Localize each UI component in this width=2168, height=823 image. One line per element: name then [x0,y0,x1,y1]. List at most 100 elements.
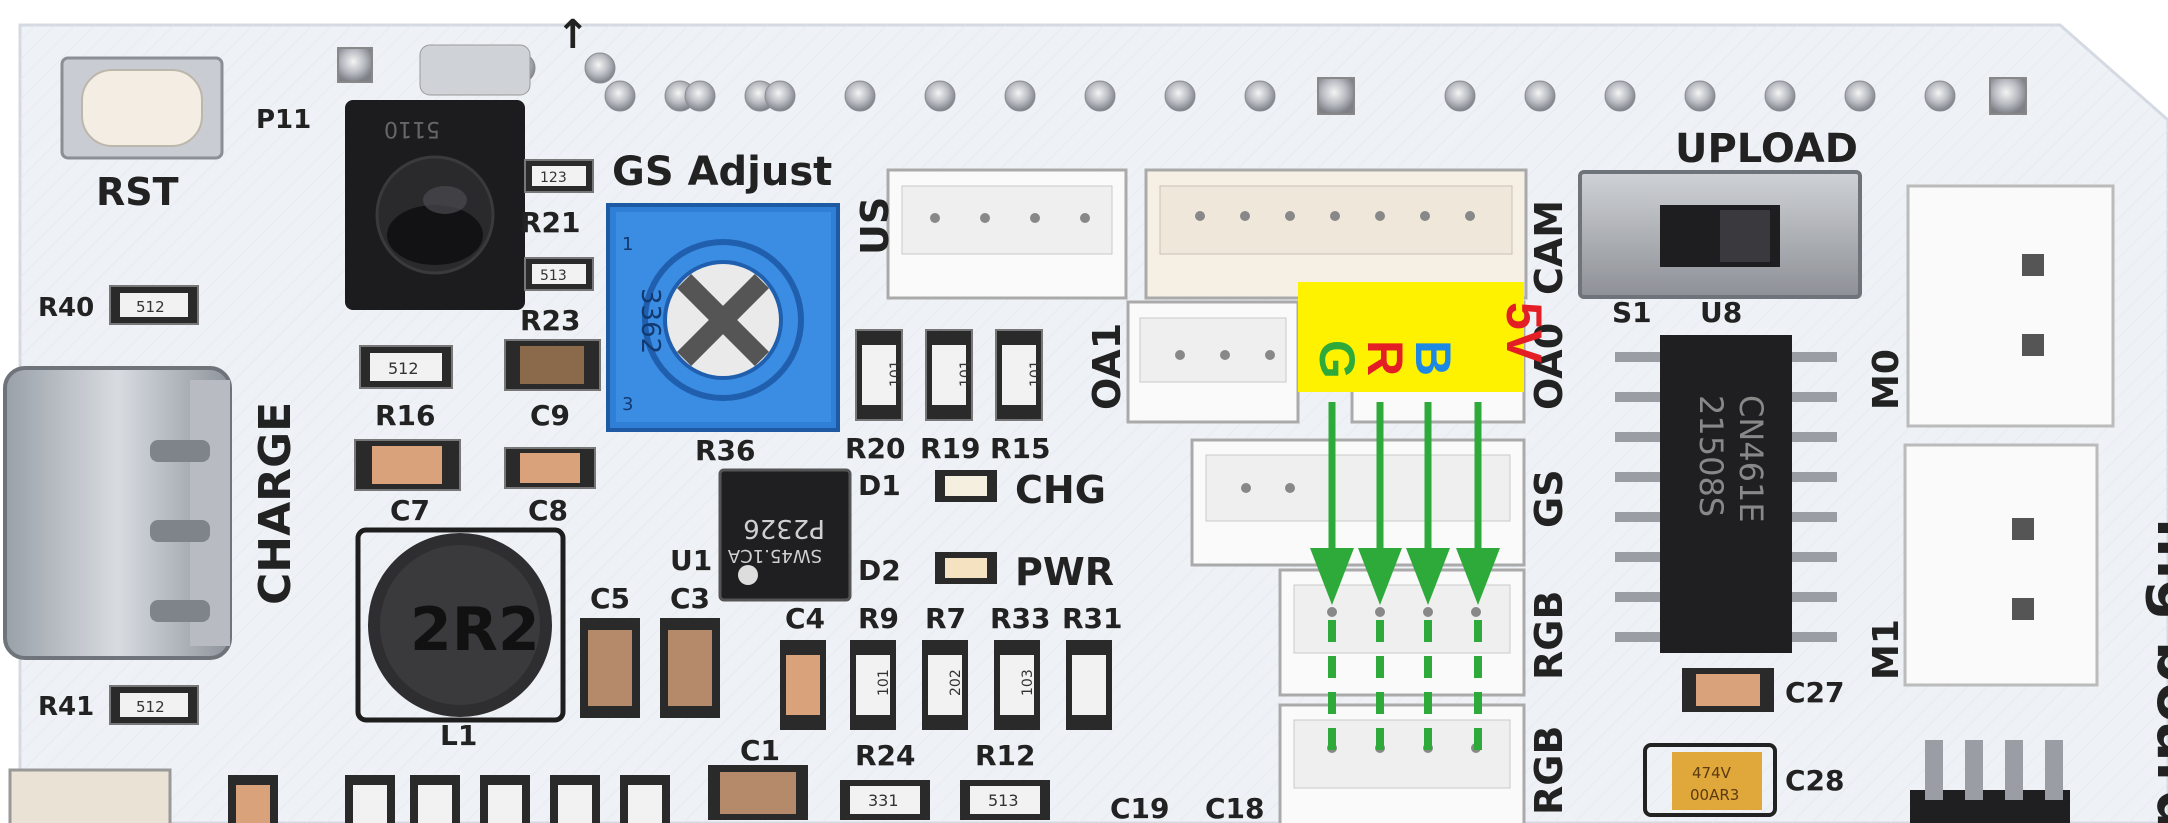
label-u8: U8 [1700,296,1742,329]
capacitor-c27-part [1682,668,1774,712]
pot-pin3: 3 [622,394,633,415]
legend-b: B [1405,340,1461,376]
potentiometer [606,203,840,432]
res-513-b: 513 [988,791,1019,810]
bottom-right-chip [1910,740,2070,823]
label-r36: R36 [695,434,756,467]
label-c19: C19 [1110,792,1170,823]
pin-arrows [1310,402,1500,750]
capacitors-c5-c3 [580,618,720,718]
led-d1 [935,470,997,502]
connector-us [886,168,1128,300]
capacitor-c8-part [504,447,596,489]
label-m0: M0 [1866,349,1907,410]
inductor-l1 [355,527,566,723]
label-c7: C7 [390,494,430,527]
label-rst: RST [96,170,179,214]
label-rgb-2: RGB [1527,726,1571,815]
label-oa1: OA1 [1085,323,1129,410]
label-cam: CAM [1527,200,1571,295]
capacitor-c4-part [780,640,826,730]
label-c18: C18 [1205,792,1265,823]
label-r41: R41 [38,692,94,722]
connector-cam [1144,168,1528,300]
res-123: 123 [540,170,567,186]
resistor-r24 [840,780,930,820]
res-101-b: 101 [958,360,974,387]
capacitor-c9-part [504,339,601,391]
label-gs: GS [1527,469,1571,528]
label-r7: R7 [925,602,966,635]
chip-u1-sub: SW45.1CA [727,545,822,566]
label-r33: R33 [990,602,1051,635]
chip-u1 [718,468,852,602]
connector-m1 [1903,443,2099,687]
chip-u8-line1: 21508S [1692,395,1730,517]
resistors-r9-r31 [850,640,1112,730]
resistors-r20-r19-r15 [855,329,1043,421]
pot-pin1: 1 [622,234,633,255]
label-c3: C3 [670,582,710,615]
res-101-c: 101 [1028,360,1044,387]
label-r40: R40 [38,293,94,323]
label-c9: C9 [530,399,570,432]
res-512-c: 512 [136,698,165,716]
capacitor-c28-part [1643,743,1777,817]
arrow-r-head [1358,548,1402,605]
legend-5v: 5V [1496,302,1552,364]
label-c5: C5 [590,582,630,615]
resistor-r12 [960,780,1050,820]
capacitor-c1-part [708,765,808,820]
connector-m0 [1906,184,2115,428]
label-us: US [853,197,897,255]
ir-receiver [345,44,531,310]
label-p11: P11 [256,105,311,135]
label-pwr: PWR [1015,550,1114,594]
label-c28: C28 [1785,764,1845,797]
label-oa0: OA0 [1527,323,1571,410]
connector-rgb-2 [1278,703,1526,823]
label-r31: R31 [1062,602,1123,635]
arrow-g-head [1310,548,1354,605]
label-r21: R21 [520,206,581,239]
arrow-mark: ↑ [556,12,590,58]
resistor-r41 [109,685,199,725]
label-c8: C8 [528,494,568,527]
connector-gs [1190,438,1526,567]
label-r12: R12 [975,739,1036,772]
pot-mark: 3362 [635,288,665,354]
label-r16: R16 [375,399,436,432]
label-upload: UPLOAD [1675,126,1858,172]
inductor-mark: 2R2 [410,595,540,665]
upload-switch [1578,170,1862,299]
cap-mark: 474V [1692,764,1732,782]
resistor-r512-b [359,345,453,389]
led-d2 [935,552,997,584]
reset-button [60,56,224,160]
res-512-b: 512 [388,359,419,378]
res-202: 202 [948,669,964,696]
connector-oa1 [1126,300,1300,424]
label-r9: R9 [858,602,899,635]
label-r15: R15 [990,432,1051,465]
resistor-r40 [109,285,199,325]
label-c4: C4 [785,602,825,635]
label-board-name: ing board [2144,518,2168,823]
label-c27: C27 [1785,676,1845,709]
chip-u8-line2: CN461E [1732,395,1770,523]
bottom-left-parts [8,768,670,823]
res-512-a: 512 [136,298,165,316]
resistor-r123 [524,159,594,193]
label-r23: R23 [520,304,581,337]
resistor-r513-a [524,257,594,291]
label-gs-adjust: GS Adjust [612,149,832,195]
label-charge: CHARGE [250,402,301,605]
capacitor-c7-part [354,439,461,491]
legend-r: R [1357,340,1413,376]
chip-u8 [1615,335,1837,653]
arrow-b-head [1406,548,1450,605]
label-u1: U1 [670,544,712,577]
cap-code: 00AR3 [1690,786,1739,804]
